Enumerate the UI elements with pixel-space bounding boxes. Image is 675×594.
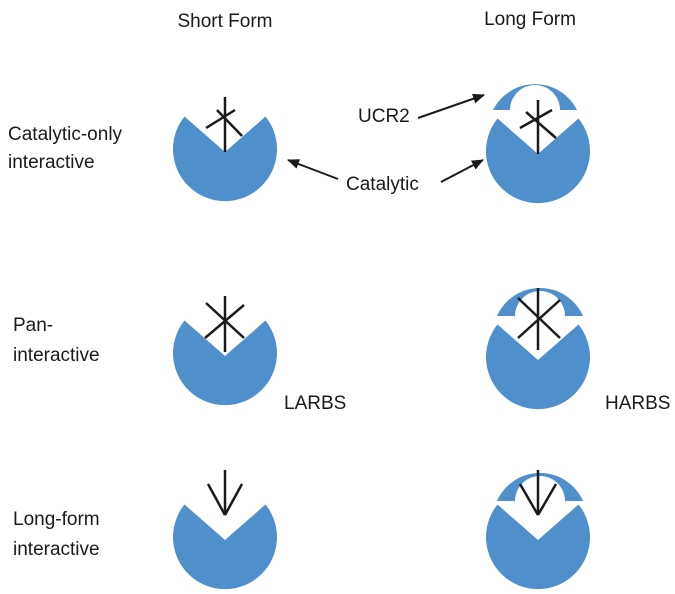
long-catalytic-domain-row3 xyxy=(486,504,591,590)
row-1-label-line1: Catalytic-only xyxy=(8,124,123,145)
catalytic-arrow-left xyxy=(287,159,339,180)
ligand-row1-short xyxy=(205,97,243,152)
long-catalytic-domain-row2 xyxy=(486,324,591,410)
ligand-row2-short xyxy=(204,296,245,352)
row-2-label-line2: interactive xyxy=(13,345,100,366)
ucr2-domain-row3 xyxy=(497,472,583,501)
long-catalytic-domain-row1 xyxy=(486,118,591,204)
catalytic-arrow-right xyxy=(440,159,484,183)
ligand-row1-long xyxy=(519,100,557,154)
long-form-header: Long Form xyxy=(484,9,576,30)
row-3-label-line1: Long-form xyxy=(13,509,100,530)
ucr2-label: UCR2 xyxy=(358,106,410,127)
row-1-label-line2: interactive xyxy=(8,152,95,173)
row-3-label-line2: interactive xyxy=(13,539,100,560)
ucr2-domain-row1 xyxy=(493,84,577,110)
ligand-row3-long xyxy=(518,470,558,516)
short-catalytic-domain-row3 xyxy=(173,504,277,590)
short-catalytic-domain-row1 xyxy=(173,116,277,202)
ligand-row3-short xyxy=(206,470,244,516)
ucr2-domain-row2 xyxy=(497,287,583,316)
short-form-header: Short Form xyxy=(177,11,272,32)
row-2-label-line1: Pan- xyxy=(13,315,53,336)
catalytic-label: Catalytic xyxy=(346,174,419,195)
harbs-label: HARBS xyxy=(605,393,670,414)
larbs-label: LARBS xyxy=(284,393,346,414)
ligand-row2-long xyxy=(517,288,561,350)
ucr2-arrow xyxy=(417,93,485,119)
short-catalytic-domain-row2 xyxy=(173,320,277,406)
